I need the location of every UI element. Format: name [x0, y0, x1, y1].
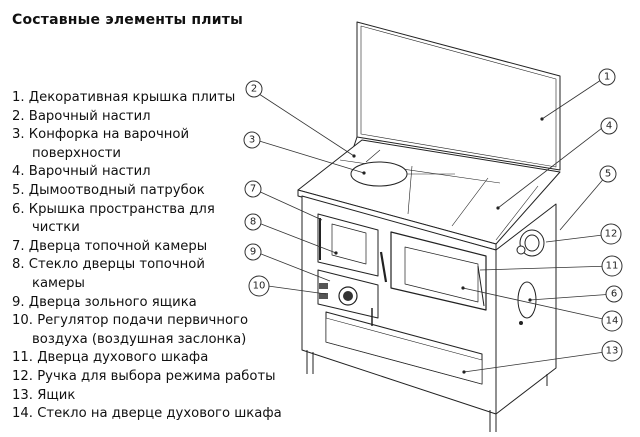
svg-text:3: 3 — [249, 135, 255, 146]
legend-item-1: 1. Декоративная крышка плиты — [12, 90, 236, 105]
stove-lid — [349, 21, 561, 171]
callout-8: 8 — [244, 213, 262, 231]
svg-text:13: 13 — [606, 346, 619, 357]
mode-knob — [516, 245, 526, 255]
callout-7: 7 — [244, 180, 262, 198]
legend-item-2: 2. Варочный настил — [12, 108, 151, 124]
callout-13: 13 — [601, 340, 623, 362]
callout-10: 10 — [248, 275, 270, 297]
burner — [350, 161, 408, 187]
stove-front — [301, 195, 557, 432]
page-title: Составные элементы плиты — [12, 12, 243, 28]
callout-2: 2 — [245, 80, 263, 98]
svg-text:1: 1 — [604, 72, 610, 83]
legend-item-4: 4. Варочный настил — [12, 164, 151, 180]
legend-item-14: 14. Стекло на дверце духового шкафа — [12, 406, 282, 422]
callout-11: 11 — [601, 255, 623, 277]
oven-door — [390, 231, 487, 311]
oven-glass — [404, 246, 479, 303]
callout-6: 6 — [605, 285, 623, 303]
legend-item-5: 5. Дымоотводный патрубок — [12, 182, 205, 198]
callout-14: 14 — [601, 310, 623, 332]
svg-text:10: 10 — [253, 281, 266, 292]
flue-pipe — [519, 229, 545, 257]
legend-item-11: 11. Дверца духового шкафа — [12, 350, 209, 366]
svg-text:8: 8 — [250, 217, 256, 228]
callout-4: 4 — [600, 117, 618, 135]
callout-9: 9 — [244, 243, 262, 261]
callout-3: 3 — [243, 131, 261, 149]
svg-text:7: 7 — [250, 184, 256, 195]
callout-12: 12 — [600, 223, 622, 245]
svg-text:11: 11 — [606, 261, 619, 272]
svg-text:4: 4 — [606, 121, 612, 132]
callout-1: 1 — [598, 68, 616, 86]
parts-legend: 1. Декоративная крышка плиты 2. Варочный… — [12, 89, 282, 424]
svg-text:9: 9 — [250, 247, 256, 258]
svg-text:5: 5 — [605, 169, 611, 180]
legend-item-12: 12. Ручка для выбора режима работы — [12, 368, 276, 384]
callout-5: 5 — [599, 165, 617, 183]
svg-text:2: 2 — [251, 84, 257, 95]
cooktop — [297, 139, 561, 251]
firebox-glass — [331, 223, 367, 265]
svg-text:6: 6 — [611, 289, 617, 300]
legend-item-7: 7. Дверца топочной камеры — [12, 238, 208, 254]
legend-item-13: 13. Ящик — [12, 387, 76, 403]
legend-item-9: 9. Дверца зольного ящика — [12, 294, 197, 310]
svg-text:12: 12 — [605, 229, 618, 240]
svg-text:14: 14 — [606, 316, 619, 327]
